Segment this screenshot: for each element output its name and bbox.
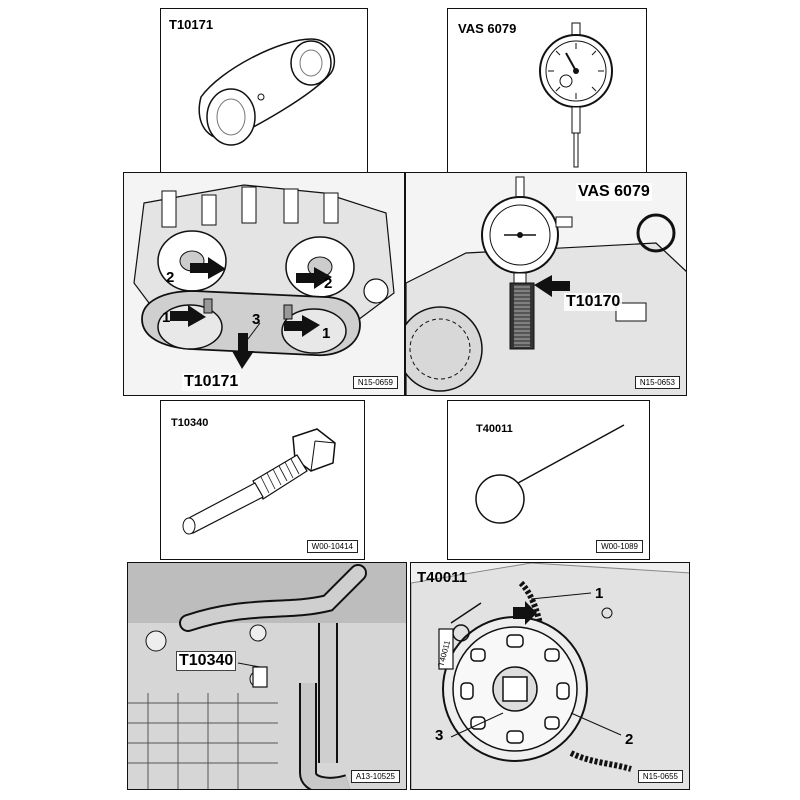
- gauge-adapter-illustration: [406, 173, 686, 395]
- panel-tool-t10171: T10171: [160, 8, 368, 172]
- t40011-pin-drawing: [475, 424, 625, 524]
- tool-callout-label: T10340: [176, 651, 237, 671]
- panel-install-t10171: 1 2 2 3 1 T10171 N15-0659: [123, 172, 405, 396]
- panel-install-t40011: T40011 1 2 3 T40011 N15-0655: [410, 562, 690, 790]
- t10340-bolt-drawing: [182, 428, 336, 535]
- tool-title: VAS 6079: [458, 21, 517, 36]
- figure-code: N15-0655: [637, 770, 683, 783]
- callout-number-3: 3: [252, 311, 261, 328]
- panel-tool-vas6079: VAS 6079: [447, 8, 647, 172]
- figure-code: W00-10414: [306, 540, 358, 553]
- tool-title: T40011: [476, 423, 513, 435]
- figure-code: W00-1089: [596, 540, 643, 553]
- panel-tool-t40011: T40011 W00-1089: [447, 400, 650, 560]
- callout-number-2: 2: [625, 731, 634, 748]
- tool-title: T10171: [169, 17, 214, 32]
- figure-code: N15-0653: [634, 376, 680, 389]
- panel-install-t10340: T10340 A13-10525: [127, 562, 407, 790]
- callout-number-1-right: 1: [322, 325, 331, 342]
- engine-block-illustration: [128, 563, 406, 789]
- callout-number-3: 3: [435, 727, 444, 744]
- callout-number-1: 1: [595, 585, 604, 602]
- camshaft-plate-illustration: [124, 173, 404, 395]
- callout-number-2-right: 2: [324, 275, 333, 292]
- tool-callout-label: T40011: [417, 569, 468, 586]
- panel-tool-t10340: T10340 W00-10414: [160, 400, 365, 560]
- figure-code: A13-10525: [350, 770, 400, 783]
- panel-install-vas6079: VAS 6079 T10170 N15-0653: [405, 172, 687, 396]
- pulley-pin-illustration: [411, 563, 689, 789]
- figure-code: N15-0659: [352, 376, 398, 389]
- adapter-callout-label: T10170: [564, 293, 623, 311]
- gauge-callout-label: VAS 6079: [576, 183, 652, 201]
- t10171-plate-drawing: [198, 38, 336, 146]
- dial-gauge-drawing: [539, 22, 613, 168]
- tool-title: T10340: [171, 417, 209, 429]
- callout-number-2-left: 2: [166, 269, 175, 286]
- callout-number-1-left: 1: [162, 309, 171, 326]
- tool-callout-label: T10171: [182, 373, 241, 391]
